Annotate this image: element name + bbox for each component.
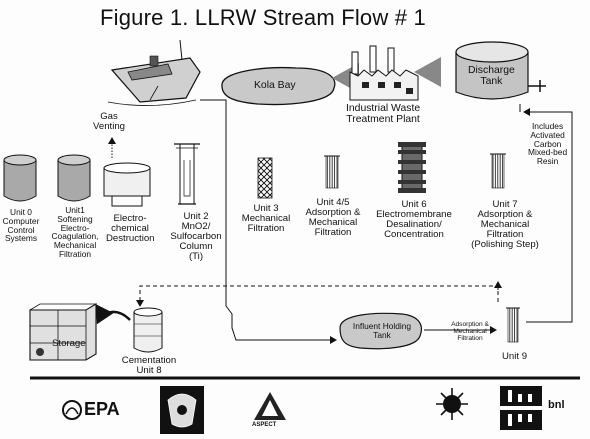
unit1-line2: Softening [57,213,93,224]
treatment-plant-line1: Industrial Waste [346,103,421,114]
includes-line1: Includes [531,121,564,131]
cementation-drum-icon [133,307,163,353]
unit0-cylinder-icon [3,154,37,202]
unit0-line1: Unit 0 [10,207,32,217]
factory-icon [349,45,419,101]
unit7-label: Unit 7 Adsorption & Mechanical Filtratio… [460,199,550,251]
unit0-line4: Systems [4,233,38,244]
cementation-line2: Unit 8 [136,365,162,377]
discharge-tank-label: Discharge Tank [468,65,515,88]
unit2-label: Unit 2 MnO2/ Sulfocarbon Column (Ti) [166,211,226,263]
ship-icon [107,39,201,106]
unit1-line6: Filtration [58,249,92,260]
unit6-line1: Unit 6 [401,199,427,210]
aspect-logo-text: ASPECT [252,422,277,428]
unit6-line3: Desalination/ [386,219,442,231]
unit6-stack-icon [398,142,426,193]
electrochem-line1: Electro- [113,213,147,224]
adsorption-small-label: Adsorption & Mechanical Filtration [440,321,500,343]
unit45-line1: Unit 4/5 [316,197,350,208]
discharge-line1: Discharge [468,65,515,76]
bnl-logo-icon [500,386,542,430]
unit7-filter-icon [490,153,506,189]
figure-title: Figure 1. LLRW Stream Flow # 1 [100,5,426,30]
unit0-line3: Control [7,224,35,235]
electrochemical-cell-icon [103,162,151,207]
storage-crates-icon [29,303,97,361]
unit45-label: Unit 4/5 Adsorption & Mechanical Filtrat… [300,197,366,239]
includes-line2: Activated [530,129,565,140]
includes-line4: Mixed-bed [528,147,568,158]
unit7-line4: Filtration [486,229,524,241]
unit2-column-icon [174,143,200,205]
includes-line3: Carbon [533,138,562,149]
unit1-line1: Unit1 [65,205,85,215]
unit3-filter-icon [257,157,273,199]
unit45-line4: Filtration [314,227,352,239]
unit2-line5: (Ti) [188,251,204,263]
unit0-label: Unit 0 Computer Control Systems [2,208,40,243]
unit7-line5: (Polishing Step) [471,239,539,251]
treatment-plant-line2: Treatment Plant [346,113,420,125]
discharge-line2: Tank [480,75,503,87]
unit1-line4: Coagulation, [51,231,99,242]
russian-emblem-icon [160,386,204,434]
gas-venting-label: Gas Venting [93,111,126,133]
discharge-tank-icon [455,41,546,100]
unit1-line5: Mechanical [53,240,97,251]
adsorption-small-line1: Adsorption & [451,321,489,328]
unit1-label: Unit1 Softening Electro- Coagulation, Me… [50,206,100,259]
unit45-line3: Mechanical [308,217,358,229]
influent-tank-shape [339,312,423,350]
aspect-logo-icon [254,392,286,420]
unit45-line2: Adsorption & [305,207,361,219]
unit6-label: Unit 6 Electromembrane Desalination/ Con… [374,199,454,241]
unit3-line1: Unit 3 [253,203,279,214]
gas-line2: Venting [93,121,126,133]
includes-note: Includes Activated Carbon Mixed-bed Resi… [528,122,567,166]
influent-line2: Tank [373,329,391,340]
adsorption-small-line3: Filtration [457,334,483,342]
unit1-line3: Electro- [60,222,90,233]
unit2-line4: Column [179,241,213,253]
unit45-filter-icon [324,155,340,189]
adsorption-small-line2: Mechanical [453,327,487,335]
sun-logo-icon [436,388,468,420]
unit7-line3: Mechanical [480,219,530,231]
unit9-label: Unit 9 [502,351,528,362]
epa-logo-icon [62,400,82,420]
unit7-line1: Unit 7 [492,199,518,210]
unit3-line3: Filtration [247,223,285,235]
influent-tank-label: Influent Holding Tank [346,322,418,340]
unit3-line2: Mechanical [241,213,291,225]
electrochem-line2: chemical [111,223,149,235]
cementation-label: Cementation Unit 8 [118,355,180,377]
includes-line5: Resin [536,156,559,167]
kola-bay-label: Kola Bay [254,80,296,91]
unit1-cylinder-icon [57,154,91,202]
unit3-label: Unit 3 Mechanical Filtration [238,203,294,235]
electrochemical-label: Electro- chemical Destruction [106,213,155,245]
unit7-line2: Adsorption & [477,209,533,221]
epa-logo-text: EPA [84,399,120,419]
unit9-filter-icon [506,307,520,343]
unit6-line2: Electromembrane [376,209,452,221]
unit2-line3: Sulfocarbon [170,231,222,243]
gas-line1: Gas [100,111,118,122]
electrochem-line3: Destruction [106,233,155,245]
storage-label: Storage [52,338,86,349]
cementation-line1: Cementation [121,355,177,366]
influent-line1: Influent Holding [352,321,412,331]
unit2-line2: MnO2/ [181,221,211,233]
bnl-logo-text: bnl [548,399,565,411]
unit2-line1: Unit 2 [183,211,209,222]
unit6-line4: Concentration [384,229,444,241]
treatment-plant-label: Industrial Waste Treatment Plant [346,103,421,126]
unit0-line2: Computer [2,215,40,226]
